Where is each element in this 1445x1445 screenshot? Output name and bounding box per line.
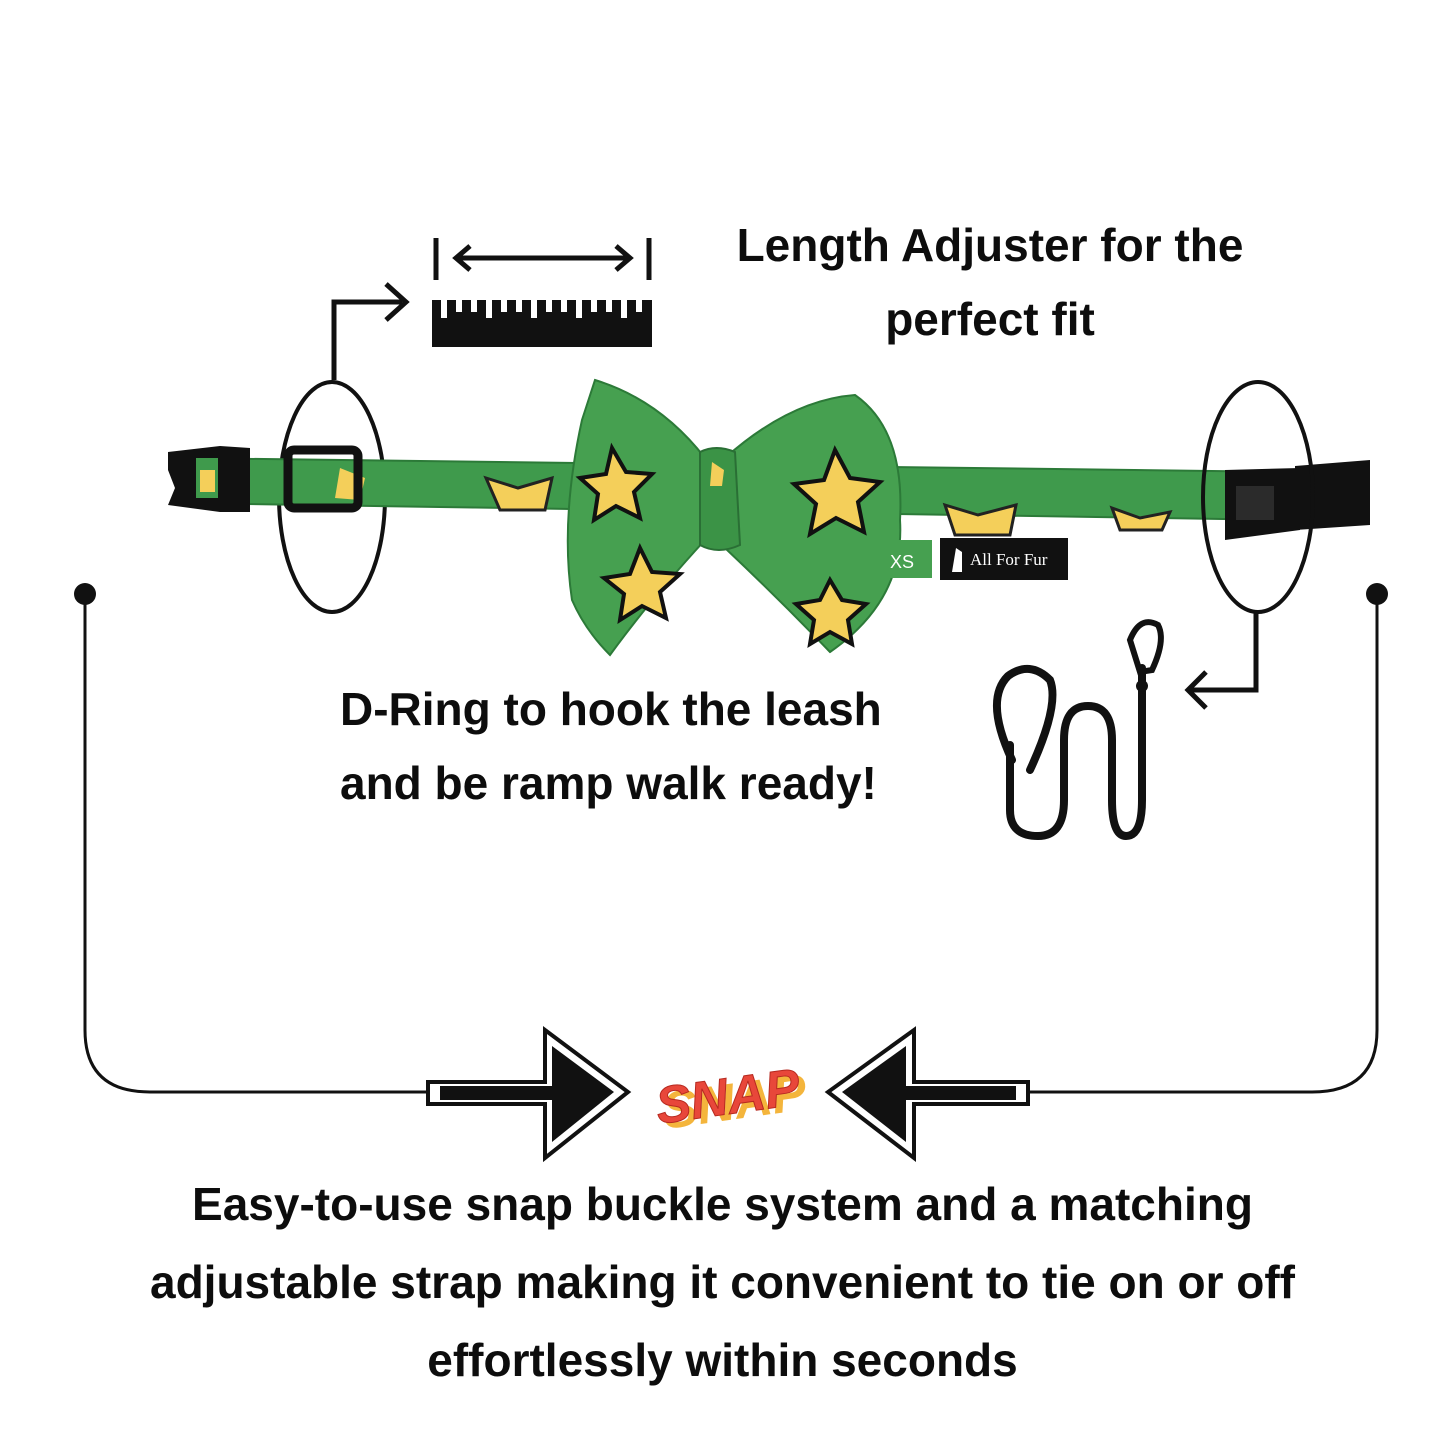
- right-connector-line: [1025, 583, 1388, 1094]
- snap-buckle-description: Easy-to-use snap buckle system and a mat…: [60, 1165, 1385, 1399]
- brand-tag: [940, 538, 1068, 580]
- left-pointing-arrow-icon: [824, 1026, 1030, 1163]
- length-adjuster-line-2: perfect fit: [885, 293, 1095, 345]
- size-tag-text: XS: [890, 552, 914, 572]
- brand-tag-text: All For Fur: [970, 550, 1048, 569]
- adjuster-callout-arrow: [331, 282, 410, 380]
- left-buckle: [168, 446, 250, 512]
- d-ring-line-2: and be ramp walk ready!: [340, 757, 877, 809]
- leash-clip-icon: [1126, 619, 1164, 692]
- description-line-3: effortlessly within seconds: [427, 1334, 1018, 1386]
- d-ring-callout-arrow: [1184, 612, 1259, 710]
- length-adjuster-slider: [283, 445, 363, 513]
- right-buckle: [1225, 460, 1370, 540]
- leash-icon: [993, 664, 1146, 841]
- length-adjuster-label: Length Adjuster for the perfect fit: [690, 214, 1290, 350]
- d-ring-label: D-Ring to hook the leash and be ramp wal…: [340, 672, 960, 820]
- length-adjuster-line-1: Length Adjuster for the: [736, 219, 1244, 271]
- ruler-icon: [432, 238, 652, 347]
- description-line-1: Easy-to-use snap buckle system and a mat…: [192, 1178, 1253, 1230]
- size-tag: [882, 540, 932, 578]
- description-line-2: adjustable strap making it convenient to…: [149, 1256, 1295, 1308]
- left-connector-line: [74, 583, 432, 1094]
- d-ring-line-1: D-Ring to hook the leash: [340, 683, 882, 735]
- bow-tie: [566, 378, 902, 657]
- right-pointing-arrow-icon: [426, 1026, 632, 1163]
